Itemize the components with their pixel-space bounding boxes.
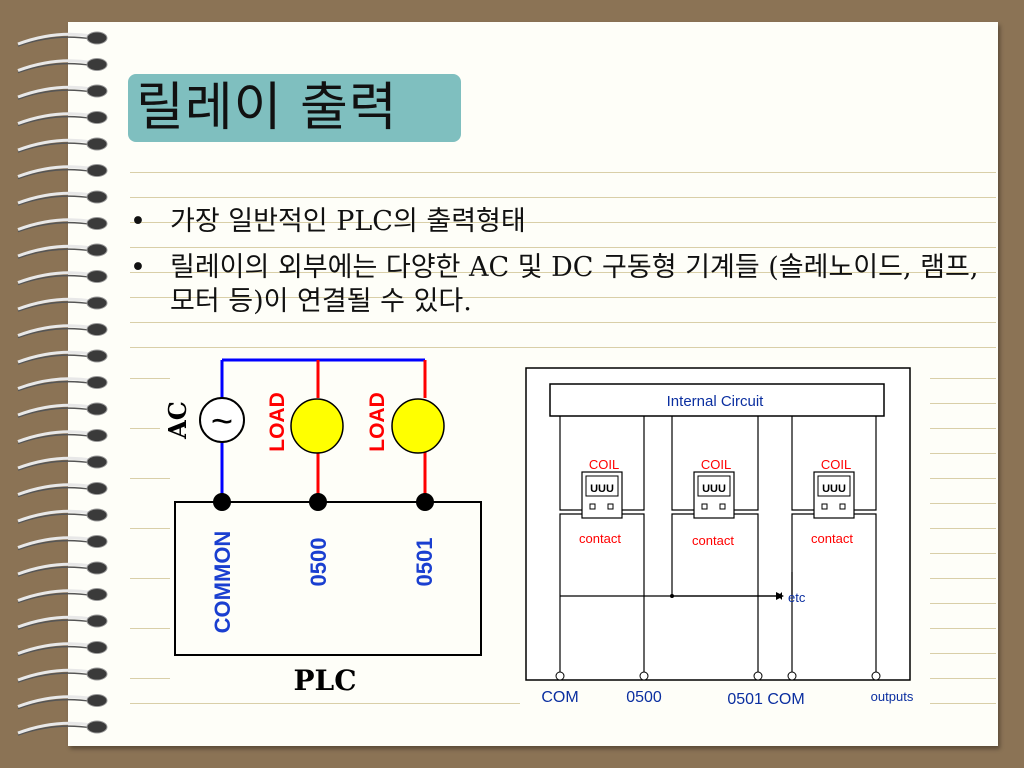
relay-internal-diagram: Internal Circuit UUU COIL contact UUU CO… — [525, 367, 914, 708]
coil-label-3: COIL — [821, 457, 851, 472]
spiral-ring-icon — [17, 402, 108, 418]
spiral-ring-icon — [17, 561, 108, 577]
relay-unit-2: UUU COIL contact — [671, 416, 759, 548]
spiral-ring-icon — [17, 58, 108, 74]
spiral-ring-icon — [17, 641, 108, 657]
svg-text:UUU: UUU — [702, 483, 726, 495]
spiral-ring-icon — [17, 429, 108, 445]
slide-title: 릴레이 출력 — [136, 78, 398, 138]
terminal-label-common: COMMON — [210, 531, 235, 634]
bullet-marker: • — [130, 252, 146, 283]
load2-lamp — [391, 398, 445, 454]
bottom-label-0501-com: 0501 COM — [727, 691, 804, 708]
bullet-list: • 가장 일반적인 PLC의 출력형태 • 릴레이의 외부에는 다양한 AC 및… — [126, 205, 996, 331]
load1-label: LOAD — [266, 392, 289, 452]
spiral-ring-icon — [17, 508, 108, 524]
terminal-label-0500: 0500 — [306, 538, 331, 587]
internal-circuit-label: Internal Circuit — [667, 393, 765, 410]
spiral-ring-icon — [17, 720, 108, 736]
spiral-ring-icon — [17, 614, 108, 630]
bullet-marker: • — [130, 206, 146, 237]
contact-label-3: contact — [811, 531, 853, 546]
bottom-label-com: COM — [541, 689, 578, 706]
spiral-ring-icon — [17, 349, 108, 365]
load2-label: LOAD — [366, 392, 389, 452]
spiral-ring-icon — [17, 296, 108, 312]
coil-label-1: COIL — [589, 457, 619, 472]
bottom-label-0500: 0500 — [626, 689, 662, 706]
spiral-ring-icon — [17, 667, 108, 683]
bullet-text: 릴레이의 외부에는 다양한 AC 및 DC 구동형 기계들 (솔레노이드, 램프… — [170, 252, 979, 317]
spiral-ring-icon — [17, 455, 108, 471]
bullet-text: 가장 일반적인 PLC의 출력형태 — [170, 206, 526, 237]
spiral-ring-icon — [17, 376, 108, 392]
contact-label-1: contact — [579, 531, 621, 546]
plc-box — [174, 501, 482, 656]
ac-source-symbol: ~ — [211, 401, 233, 443]
spiral-ring-icon — [17, 137, 108, 153]
spiral-ring-icon — [17, 84, 108, 100]
terminal-com — [555, 671, 565, 681]
spiral-ring-icon — [17, 535, 108, 551]
ac-label: AC — [163, 401, 192, 440]
etc-label: etc — [788, 590, 806, 605]
bottom-label-outputs: outputs — [871, 689, 914, 704]
bullet-item: • 릴레이의 외부에는 다양한 AC 및 DC 구동형 기계들 (솔레노이드, … — [126, 251, 996, 319]
spiral-ring-icon — [17, 31, 108, 47]
spiral-ring-icon — [17, 164, 108, 180]
load1-lamp — [290, 398, 344, 454]
coil-label-2: COIL — [701, 457, 731, 472]
ac-source-circle — [199, 397, 245, 443]
spiral-ring-icon — [17, 588, 108, 604]
spiral-ring-icon — [17, 323, 108, 339]
bullet-item: • 가장 일반적인 PLC의 출력형태 — [126, 205, 996, 239]
title-box — [128, 74, 461, 142]
relay-unit-1: UUU COIL contact — [559, 416, 645, 546]
contact-label-2: contact — [692, 533, 734, 548]
svg-text:UUU: UUU — [590, 483, 614, 495]
terminal-dot-common — [213, 493, 231, 511]
outer-box — [525, 367, 911, 681]
terminal-com2 — [787, 671, 797, 681]
spiral-ring-icon — [17, 190, 108, 206]
plc-label: PLC — [293, 664, 356, 697]
terminal-dot-0500 — [309, 493, 327, 511]
terminal-label-0501: 0501 — [412, 538, 437, 587]
terminal-dot-0501 — [416, 493, 434, 511]
spiral-ring-icon — [17, 270, 108, 286]
coil-1-icon — [585, 475, 619, 497]
spiral-binding — [17, 31, 108, 736]
coil-3-icon — [817, 475, 851, 497]
spiral-ring-icon — [17, 111, 108, 127]
coil-2-icon — [697, 475, 731, 497]
spiral-ring-icon — [17, 217, 108, 233]
spiral-ring-icon — [17, 694, 108, 710]
terminal-0501 — [753, 671, 763, 681]
etc-arrow — [776, 592, 784, 600]
plc-wiring-diagram: ~ AC LOAD LOAD COMMON 0500 0501 PLC — [163, 358, 482, 697]
relay-unit-3: UUU COIL contact — [791, 416, 877, 546]
svg-text:UUU: UUU — [822, 483, 846, 495]
terminal-outputs — [871, 671, 881, 681]
terminal-0500 — [639, 671, 649, 681]
internal-circuit-box — [549, 383, 885, 417]
spiral-ring-icon — [17, 243, 108, 259]
spiral-ring-icon — [17, 482, 108, 498]
